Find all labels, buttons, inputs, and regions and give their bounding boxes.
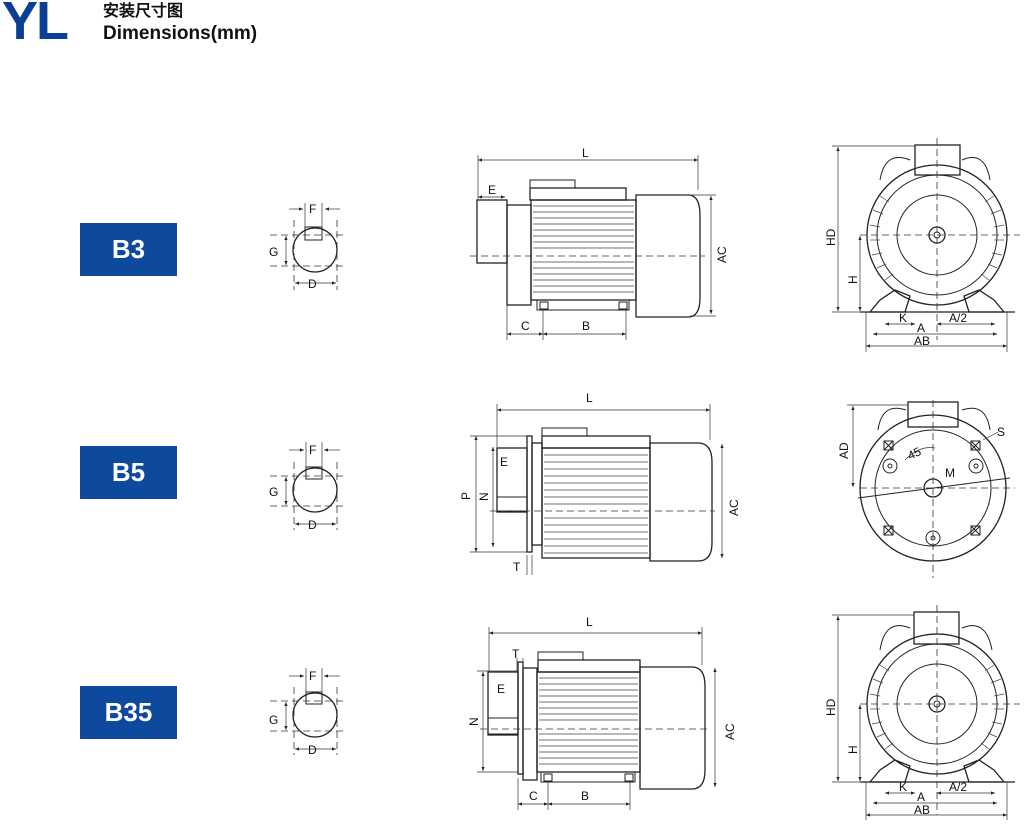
dim-l: L <box>586 391 593 405</box>
dim-k: K <box>899 311 907 325</box>
dim-hd: HD <box>824 228 838 246</box>
dim-n: N <box>477 492 491 501</box>
dim-e: E <box>497 682 505 696</box>
dim-a: A <box>917 790 925 804</box>
shaft-label-d: D <box>308 277 317 291</box>
dim-l: L <box>586 615 593 629</box>
dim-t: T <box>512 647 520 661</box>
dim-c: C <box>521 319 530 333</box>
dim-e: E <box>500 455 508 469</box>
dim-s: S <box>997 425 1005 439</box>
dim-h: H <box>846 275 860 284</box>
dim-ab: AB <box>914 803 930 817</box>
dim-ac: AC <box>715 246 729 263</box>
dim-c: C <box>529 789 538 803</box>
shaft-label-f: F <box>309 669 316 683</box>
badge-b5: B5 <box>80 446 177 499</box>
shaft-label-f: F <box>309 443 316 457</box>
dim-e: E <box>488 183 496 197</box>
end-view-b35: HD H K A/2 A AB <box>824 605 1020 820</box>
shaft-section-b3: F G D <box>269 202 345 291</box>
dim-l: L <box>582 146 589 160</box>
shaft-label-g: G <box>269 713 278 727</box>
side-view-b3: L E AC C B <box>470 146 729 340</box>
dim-p: P <box>459 492 473 500</box>
dim-n: N <box>467 717 481 726</box>
badge-b3: B3 <box>80 223 177 276</box>
dim-a: A <box>917 321 925 335</box>
dim-t: T <box>513 560 521 574</box>
shaft-label-f: F <box>309 202 316 216</box>
end-view-b3: HD H K A/2 A AB <box>824 138 1020 352</box>
side-view-b35: L T E N AC C B <box>467 615 737 810</box>
dim-a2: A/2 <box>949 311 967 325</box>
header: YL 安装尺寸图 Dimensions(mm) <box>0 0 320 50</box>
brand-logo: YL <box>2 0 69 51</box>
dim-h: H <box>846 745 860 754</box>
dim-ac: AC <box>723 723 737 740</box>
dim-hd: HD <box>824 698 838 716</box>
end-view-b5: 45 M S AD <box>837 400 1015 578</box>
shaft-label-d: D <box>308 743 317 757</box>
shaft-label-g: G <box>269 245 278 259</box>
angle-label: 45 <box>905 444 923 462</box>
dim-ab: AB <box>914 334 930 348</box>
dim-a2: A/2 <box>949 780 967 794</box>
dim-b: B <box>581 789 589 803</box>
shaft-label-g: G <box>269 485 278 499</box>
dim-k: K <box>899 780 907 794</box>
shaft-section-b5: F G D <box>269 442 345 532</box>
shaft-label-d: D <box>308 518 317 532</box>
badge-b35: B35 <box>80 686 177 739</box>
page-title-en: Dimensions(mm) <box>103 23 258 44</box>
dim-b: B <box>582 319 590 333</box>
dim-ac: AC <box>727 499 741 516</box>
dim-m: M <box>945 466 955 480</box>
page-title-cn: 安装尺寸图 <box>103 1 184 20</box>
dim-ad: AD <box>837 442 851 459</box>
shaft-section-b35: F G D <box>269 668 345 757</box>
side-view-b5: L N P E T AC <box>459 391 741 575</box>
